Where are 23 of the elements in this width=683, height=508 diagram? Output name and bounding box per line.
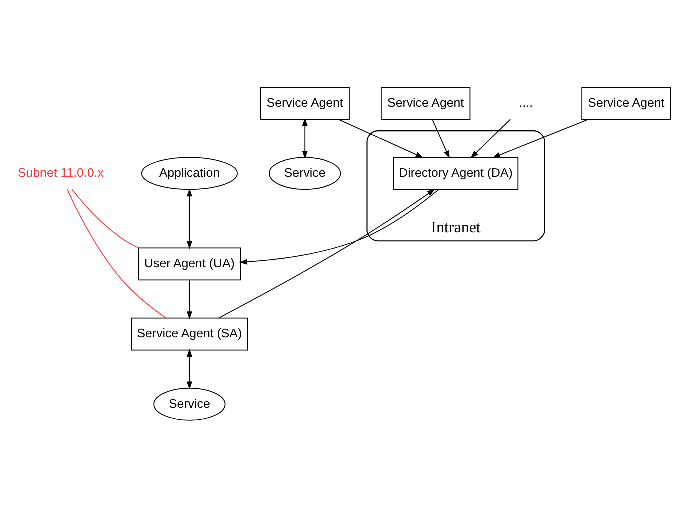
arrow bbox=[492, 119, 590, 158]
node-box: Service Agent bbox=[260, 87, 350, 120]
arrow bbox=[186, 280, 192, 320]
node-text: .... bbox=[519, 96, 534, 110]
arrow bbox=[338, 119, 424, 158]
arrow bbox=[470, 119, 512, 159]
node-ellipse: Service bbox=[154, 388, 226, 421]
node-box: Service Agent bbox=[582, 87, 672, 120]
arrow bbox=[186, 349, 192, 390]
connector bbox=[67, 189, 167, 319]
node-text: Subnet 11.0.0.x bbox=[18, 166, 104, 180]
node-box: Service Agent (SA) bbox=[131, 318, 248, 351]
node-box: User Agent (UA) bbox=[138, 248, 242, 281]
connector bbox=[72, 189, 140, 249]
node-box: Service Agent bbox=[381, 87, 471, 120]
arrow bbox=[302, 118, 308, 159]
node-box: Directory Agent (DA) bbox=[393, 157, 519, 190]
arrow bbox=[218, 189, 436, 319]
arrow bbox=[239, 189, 440, 265]
arrow bbox=[432, 119, 450, 159]
node-ellipse: Application bbox=[141, 157, 238, 190]
arrow bbox=[186, 188, 192, 250]
node-ellipse: Service bbox=[269, 157, 342, 190]
